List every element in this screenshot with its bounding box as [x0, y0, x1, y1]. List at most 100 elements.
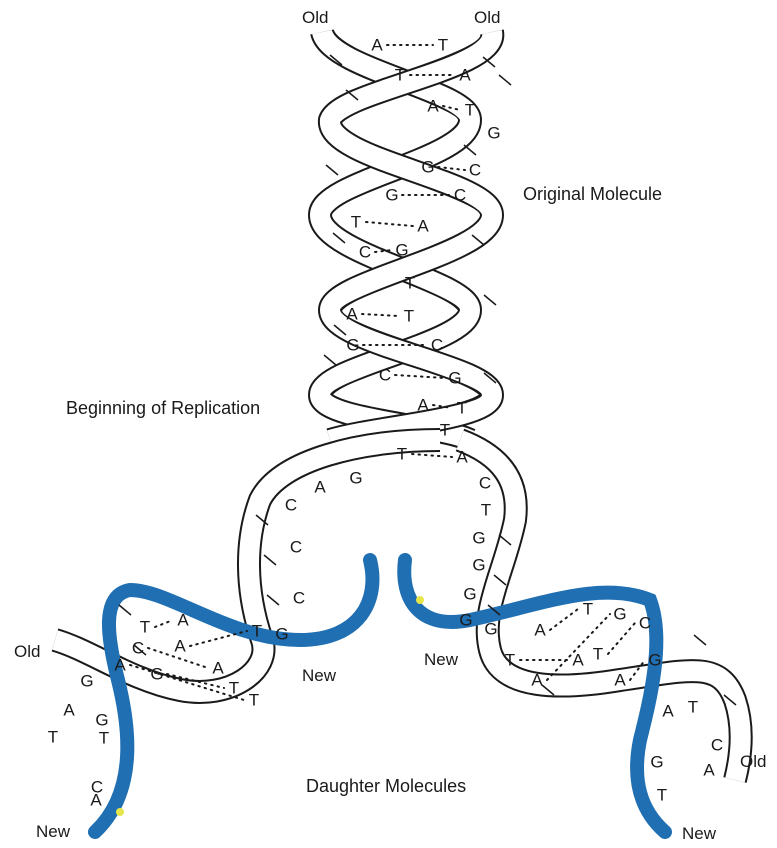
base-letter: G: [346, 336, 359, 355]
base-letter: A: [572, 651, 584, 670]
new-strand-label: New: [682, 824, 716, 844]
base-letter: G: [650, 753, 663, 772]
base-letter: A: [417, 396, 429, 415]
base-letter: C: [639, 614, 651, 633]
backbone-tick: [119, 605, 131, 615]
base-letter: G: [421, 158, 434, 177]
base-letter: T: [440, 421, 450, 440]
base-letter: A: [703, 761, 715, 780]
base-letter: C: [290, 538, 302, 557]
base-letter: G: [484, 620, 497, 639]
hydrogen-bond: [366, 222, 413, 226]
base-letter: C: [711, 736, 723, 755]
base-letter: A: [314, 478, 326, 497]
base-letter: T: [351, 213, 361, 232]
base-letter: C: [285, 496, 297, 515]
base-letter: C: [469, 161, 481, 180]
base-letter: A: [417, 217, 429, 236]
base-letter: G: [349, 469, 362, 488]
base-letter: A: [63, 701, 75, 720]
base-letter: A: [90, 791, 102, 810]
base-letter: G: [95, 711, 108, 730]
backbone-tick: [326, 165, 338, 175]
base-letter: T: [657, 786, 667, 805]
new-strand-label: New: [302, 666, 336, 686]
base-letter: T: [457, 399, 467, 418]
backbone-tick: [499, 75, 511, 85]
base-letter: T: [481, 501, 491, 520]
base-letter: T: [395, 66, 405, 85]
old-strand-label: Old: [740, 752, 766, 772]
base-letter: T: [48, 728, 58, 747]
base-letter: G: [463, 585, 476, 604]
new-strand-label: New: [424, 650, 458, 670]
base-letter: T: [252, 622, 262, 641]
base-letter: T: [438, 36, 448, 55]
base-letter: C: [359, 243, 371, 262]
base-letter: T: [229, 679, 239, 698]
backbone-tick: [694, 635, 706, 645]
base-letter: T: [404, 307, 414, 326]
beginning-of-replication-label: Beginning of Replication: [66, 398, 260, 419]
hydrogen-bond: [550, 609, 578, 630]
base-letter: G: [472, 529, 485, 548]
backbone-tick: [324, 355, 336, 365]
base-letter: A: [212, 659, 224, 678]
old-strand-label: Old: [474, 8, 500, 28]
base-letter: A: [459, 66, 471, 85]
base-letter: T: [249, 691, 259, 710]
backbone-tick: [464, 145, 476, 155]
hydrogen-bond: [155, 620, 173, 627]
hydrogen-bond: [608, 623, 635, 654]
base-letter: G: [448, 369, 461, 388]
base-letter: C: [293, 589, 305, 608]
base-letter: A: [177, 611, 189, 630]
base-letter: G: [385, 186, 398, 205]
base-letter: T: [397, 445, 407, 464]
base-letter: G: [472, 556, 485, 575]
base-letter: G: [459, 611, 472, 630]
base-letter: T: [465, 101, 475, 120]
base-letter: G: [613, 605, 626, 624]
original-helix: [320, 32, 492, 440]
base-letter: C: [454, 186, 466, 205]
base-letter: A: [174, 637, 186, 656]
backbone-tick: [267, 595, 279, 605]
old-strand-label: Old: [302, 8, 328, 28]
base-letter: A: [662, 702, 674, 721]
original-molecule-label: Original Molecule: [523, 184, 662, 205]
base-letter: A: [534, 621, 546, 640]
base-letter: C: [431, 336, 443, 355]
highlight-mark: [416, 596, 424, 604]
base-letter: G: [275, 625, 288, 644]
base-letter: A: [427, 97, 439, 116]
backbone-tick: [264, 555, 276, 565]
base-letter: A: [531, 671, 543, 690]
base-letter: A: [114, 656, 126, 675]
new-strand-label: New: [36, 822, 70, 842]
base-letter: T: [583, 600, 593, 619]
hydrogen-bond: [412, 454, 452, 457]
backbone-tick: [484, 295, 496, 305]
hydrogen-bond: [362, 314, 399, 316]
base-letter: C: [479, 474, 491, 493]
base-letter: C: [379, 366, 391, 385]
base-letter: T: [688, 698, 698, 717]
base-letter: G: [487, 124, 500, 143]
base-letter: G: [648, 651, 661, 670]
base-letter: A: [371, 36, 383, 55]
old-strand-label: Old: [14, 642, 40, 662]
base-letter: T: [140, 618, 150, 637]
base-letter: G: [395, 241, 408, 260]
base-letter: T: [593, 645, 603, 664]
daughter-molecules-label: Daughter Molecules: [306, 776, 466, 797]
base-letter: A: [614, 671, 626, 690]
base-letter: T: [99, 729, 109, 748]
base-letter: G: [80, 672, 93, 691]
base-letter: T: [405, 274, 415, 293]
highlight-mark: [116, 808, 124, 816]
base-letter: T: [505, 651, 515, 670]
base-letter: A: [456, 448, 468, 467]
